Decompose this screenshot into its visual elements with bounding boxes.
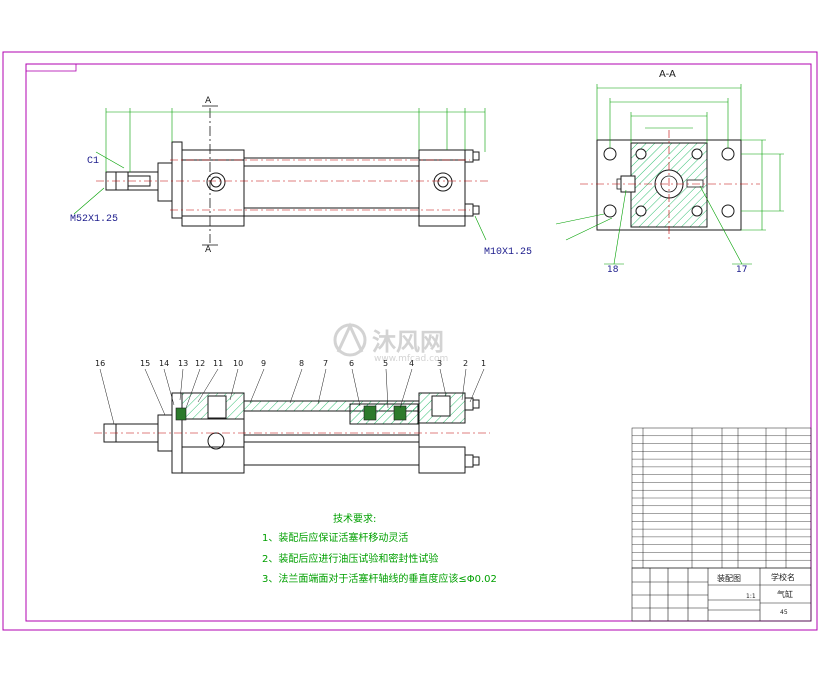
part-number-5: 5 <box>383 359 388 368</box>
section-part-number-18: 18 <box>607 265 619 275</box>
title-block <box>631 567 812 622</box>
section-cut-line <box>202 105 218 246</box>
inner-border <box>25 63 812 622</box>
assembly-view <box>103 392 480 474</box>
front-view-centerlines <box>96 159 490 211</box>
title-part-name: 气缸 <box>777 589 793 599</box>
part-number-8: 8 <box>299 359 304 368</box>
watermark-url: www.mfcad.com <box>374 354 448 364</box>
section-view-centerlines <box>580 130 760 240</box>
part-number-1: 1 <box>481 359 486 368</box>
part-number-4: 4 <box>409 359 414 368</box>
part-number-3: 3 <box>437 359 442 368</box>
callout-rod-thread: M52X1.25 <box>70 214 118 225</box>
tech-requirements: 技术要求: 1、装配后应保证活塞杆移动灵活 2、装配后应进行油压试验和密封性试验… <box>262 512 497 585</box>
part-number-15: 15 <box>140 359 150 368</box>
title-material: 45 <box>780 609 788 616</box>
part-number-10: 10 <box>233 359 243 368</box>
part-number-9: 9 <box>261 359 266 368</box>
assembly-part-numbers: 16 15 14 13 12 11 10 9 8 7 6 5 4 3 2 1 <box>95 359 486 368</box>
outer-border <box>2 51 818 631</box>
part-number-11: 11 <box>213 359 223 368</box>
section-view-label: A-A <box>659 69 676 80</box>
title-drawing-name: 装配图 <box>717 573 741 583</box>
section-part-number-17: 17 <box>736 265 747 275</box>
part-number-7: 7 <box>323 359 328 368</box>
part-number-16: 16 <box>95 359 105 368</box>
section-mark-top: A <box>205 96 212 106</box>
section-leaders <box>604 185 752 265</box>
watermark-cn: 沐风网 <box>372 328 444 356</box>
section-view-dimensions <box>555 84 784 241</box>
callout-chamfer: C1 <box>87 156 99 167</box>
tech-requirement-3: 3、法兰面端面对于活塞杆轴线的垂直度应该≤Φ0.02 <box>262 572 497 585</box>
part-number-13: 13 <box>178 359 188 368</box>
title-school: 学校名 <box>771 572 795 582</box>
front-view <box>105 141 480 227</box>
title-scale: 1:1 <box>746 593 756 600</box>
callout-port-thread: M10X1.25 <box>484 247 532 258</box>
section-mark-bottom: A <box>205 245 212 255</box>
front-view-dimensions <box>73 108 487 241</box>
part-number-12: 12 <box>195 359 205 368</box>
part-number-14: 14 <box>159 359 169 368</box>
tech-requirement-2: 2、装配后应进行油压试验和密封性试验 <box>262 552 438 565</box>
tech-requirement-1: 1、装配后应保证活塞杆移动灵活 <box>262 531 408 544</box>
assembly-leaders <box>99 368 485 425</box>
bom-rows <box>632 435 811 561</box>
part-number-6: 6 <box>349 359 354 368</box>
tech-requirements-title: 技术要求: <box>333 512 376 525</box>
part-number-2: 2 <box>463 359 468 368</box>
code-box <box>25 63 77 72</box>
watermark: 沐风网 www.mfcad.com <box>333 322 448 364</box>
